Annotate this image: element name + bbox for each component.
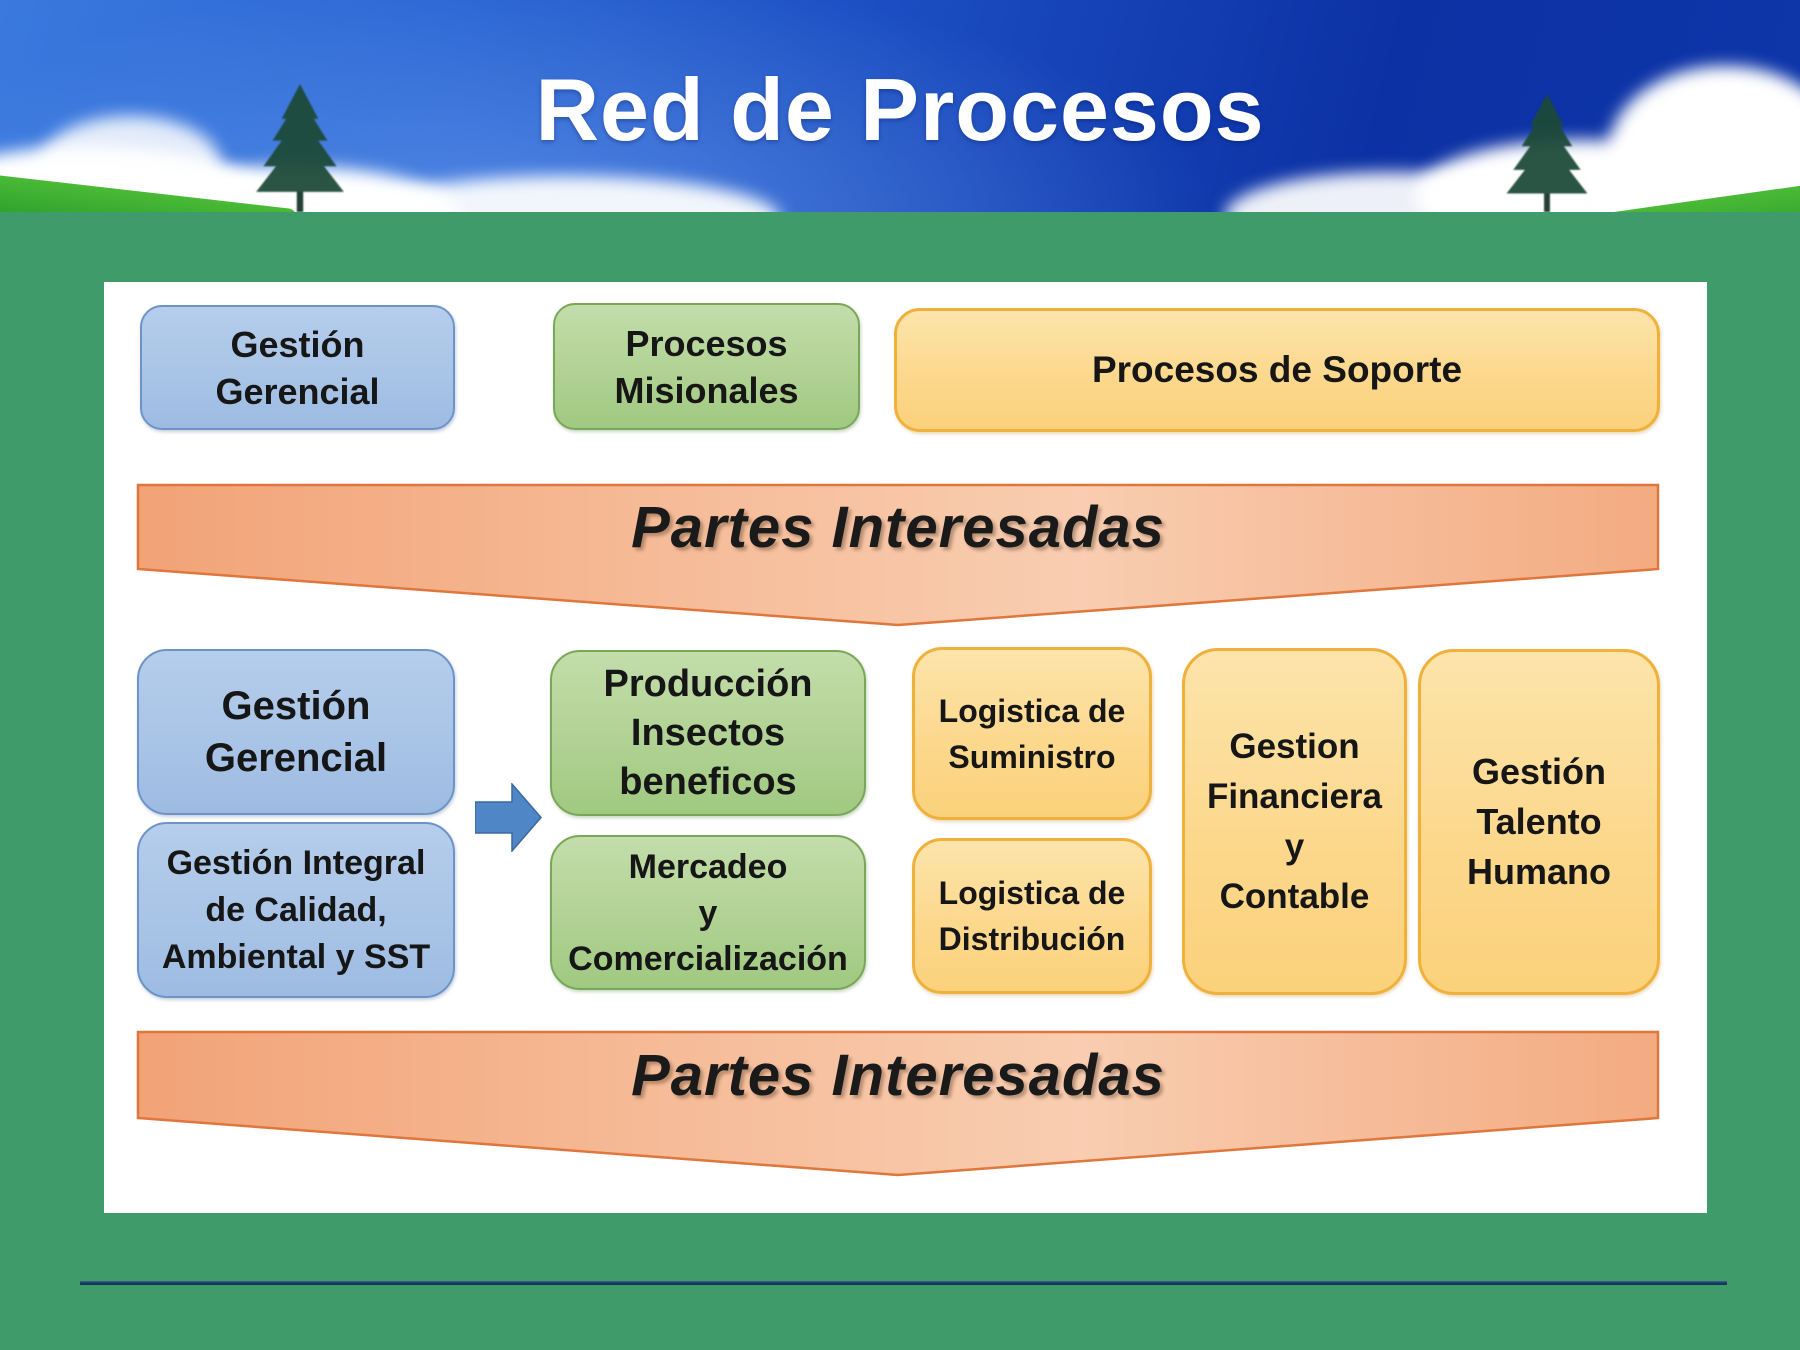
content-panel: Gestión Gerencial Procesos Misionales Pr… <box>104 282 1707 1213</box>
right-arrow-icon <box>475 783 542 852</box>
banner-top-label: Partes Interesadas <box>631 494 1165 560</box>
pine-tree-left-icon <box>256 84 344 212</box>
box-logistica-suministro: Logistica de Suministro <box>912 647 1152 820</box>
divider-line <box>80 1281 1727 1285</box>
chevron-banner-shape <box>136 483 1660 627</box>
chevron-banner-shape <box>136 1030 1660 1177</box>
box-gestion-gerencial: Gestión Gerencial <box>137 649 455 815</box>
banner-partes-interesadas-top: Partes Interesadas <box>136 483 1660 628</box>
box-logistica-distribucion: Logistica de Distribución <box>912 838 1152 994</box>
legend-box-procesos-soporte: Procesos de Soporte <box>894 308 1660 432</box>
header-banner: Red de Procesos <box>0 0 1800 212</box>
banner-bottom-label: Partes Interesadas <box>631 1042 1165 1108</box>
box-gestion-integral: Gestión Integral de Calidad, Ambiental y… <box>137 822 455 998</box>
box-gestion-financiera: Gestion Financiera y Contable <box>1182 648 1407 995</box>
box-produccion-insectos: Producción Insectos beneficos <box>550 650 866 816</box>
box-gestion-talento: Gestión Talento Humano <box>1418 649 1660 995</box>
banner-partes-interesadas-bottom: Partes Interesadas <box>136 1030 1660 1178</box>
legend-box-procesos-misionales: Procesos Misionales <box>553 303 860 430</box>
legend-box-gestion-gerencial: Gestión Gerencial <box>140 305 455 430</box>
box-mercadeo-comercializacion: Mercadeo y Comercialización <box>550 835 866 990</box>
pine-tree-right-icon <box>1506 94 1588 212</box>
page-title: Red de Procesos <box>535 60 1265 159</box>
